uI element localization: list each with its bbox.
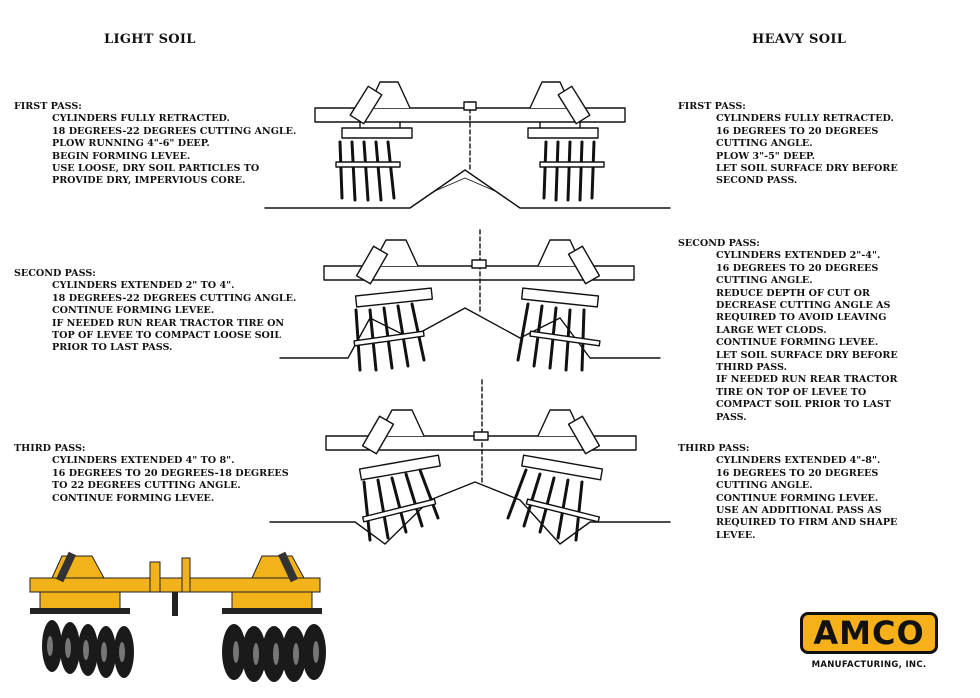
pass-line: CUTTING ANGLE.: [716, 138, 813, 150]
amco-logo-mark: AMCO: [800, 612, 938, 654]
pass-line: TOP OF LEVEE TO COMPACT LOOSE SOIL: [52, 330, 282, 342]
pass-line: REQUIRED TO FIRM AND SHAPE: [716, 517, 898, 529]
pass-line: PASS.: [716, 411, 747, 423]
pass-line: 16 DEGREES TO 20 DEGREES: [716, 467, 879, 479]
pass-line: TIRE ON TOP OF LEVEE TO: [716, 386, 867, 398]
second-pass-drawing: [279, 229, 661, 372]
pass-line: CYLINDERS FULLY RETRACTED.: [52, 113, 230, 125]
pass-line: USE LOOSE, DRY SOIL PARTICLES TO: [52, 163, 260, 175]
pass-line: IF NEEDED RUN REAR TRACTOR TIRE ON: [52, 317, 285, 329]
pass-line: CONTINUE FORMING LEVEE.: [52, 492, 215, 504]
pass-line: SECOND PASS.: [716, 175, 798, 187]
pass-title: SECOND PASS:: [14, 268, 96, 279]
pass-title: SECOND PASS:: [678, 238, 760, 249]
pass-line: PLOW 3"-5" DEEP.: [716, 150, 816, 162]
light-second-pass: SECOND PASS: CYLINDERS EXTENDED 2" TO 4"…: [14, 268, 296, 355]
pass-line: IF NEEDED RUN REAR TRACTOR: [716, 374, 898, 386]
heavy-soil-heading: HEAVY SOIL: [752, 32, 847, 47]
pass-line: CYLINDERS EXTENDED 4"-8".: [716, 455, 881, 467]
pass-line: LEVEE.: [716, 529, 756, 541]
pass-line: 18 DEGREES-22 DEGREES CUTTING ANGLE.: [52, 292, 297, 304]
pass-line: LARGE WET CLODS.: [716, 324, 827, 336]
pass-line: LET SOIL SURFACE DRY BEFORE: [716, 349, 898, 361]
pass-line: USE AN ADDITIONAL PASS AS: [716, 505, 882, 517]
pass-line: REDUCE DEPTH OF CUT OR: [716, 287, 870, 299]
amco-logo: AMCO MANUFACTURING, INC.: [800, 612, 938, 670]
pass-line: 16 DEGREES TO 20 DEGREES-18 DEGREES: [52, 467, 289, 479]
pass-title: FIRST PASS:: [678, 101, 746, 112]
pass-line: CUTTING ANGLE.: [716, 480, 813, 492]
pass-title: THIRD PASS:: [14, 443, 86, 454]
pass-line: THIRD PASS.: [716, 362, 787, 374]
pass-line: BEGIN FORMING LEVEE.: [52, 150, 191, 162]
third-pass-drawing: [269, 379, 671, 545]
first-pass-drawing: [264, 81, 671, 209]
disc-plow-photo: [22, 548, 332, 688]
light-soil-heading: LIGHT SOIL: [104, 32, 196, 47]
pass-line: 16 DEGREES TO 20 DEGREES: [716, 262, 879, 274]
pass-line: PRIOR TO LAST PASS.: [52, 342, 173, 354]
pass-line: CYLINDERS FULLY RETRACTED.: [716, 113, 894, 125]
pass-line: CONTINUE FORMING LEVEE.: [716, 492, 879, 504]
pass-line: CYLINDERS EXTENDED 2"-4".: [716, 250, 881, 262]
pass-line: PROVIDE DRY, IMPERVIOUS CORE.: [52, 175, 246, 187]
amco-logo-subtitle: MANUFACTURING, INC.: [811, 660, 927, 670]
levee-plow-diagrams: [264, 81, 671, 545]
pass-title: FIRST PASS:: [14, 101, 82, 112]
heavy-first-pass: FIRST PASS: CYLINDERS FULLY RETRACTED. 1…: [678, 101, 898, 188]
pass-line: TO 22 DEGREES CUTTING ANGLE.: [52, 480, 241, 492]
pass-line: COMPACT SOIL PRIOR TO LAST: [716, 399, 891, 411]
light-first-pass: FIRST PASS: CYLINDERS FULLY RETRACTED. 1…: [14, 101, 296, 188]
heavy-third-pass: THIRD PASS: CYLINDERS EXTENDED 4"-8". 16…: [678, 443, 897, 542]
pass-line: CONTINUE FORMING LEVEE.: [52, 305, 215, 317]
pass-line: REQUIRED TO AVOID LEAVING: [716, 312, 887, 324]
pass-line: 16 DEGREES TO 20 DEGREES: [716, 125, 879, 137]
pass-title: THIRD PASS:: [678, 443, 750, 454]
pass-line: CYLINDERS EXTENDED 2" TO 4".: [52, 280, 235, 292]
heavy-second-pass: SECOND PASS: CYLINDERS EXTENDED 2"-4". 1…: [678, 238, 898, 424]
pass-line: CUTTING ANGLE.: [716, 275, 813, 287]
pass-line: DECREASE CUTTING ANGLE AS: [716, 300, 891, 312]
pass-line: PLOW RUNNING 4"-6" DEEP.: [52, 138, 210, 150]
pass-line: CYLINDERS EXTENDED 4" TO 8".: [52, 455, 235, 467]
pass-line: 18 DEGREES-22 DEGREES CUTTING ANGLE.: [52, 125, 297, 137]
pass-line: LET SOIL SURFACE DRY BEFORE: [716, 163, 898, 175]
light-third-pass: THIRD PASS: CYLINDERS EXTENDED 4" TO 8".…: [14, 443, 289, 505]
pass-line: CONTINUE FORMING LEVEE.: [716, 337, 879, 349]
